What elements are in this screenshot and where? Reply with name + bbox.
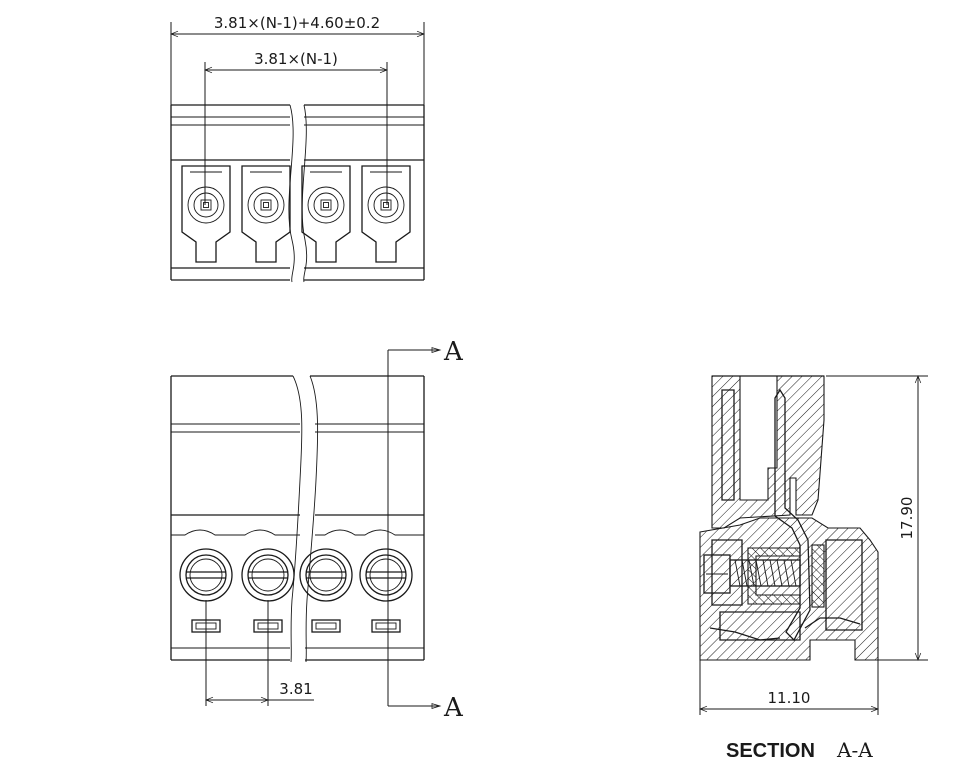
section-title-letters: A-A <box>836 738 873 762</box>
test-slot <box>371 619 401 633</box>
wire-entry-cavity <box>361 165 411 263</box>
wire-entry-cavity <box>181 165 231 263</box>
section-view: 17.90 11.10 SECTION A-A <box>699 375 928 762</box>
clamp-screw <box>299 548 353 602</box>
overall-width-dimension: 3.81×(N-1)+4.60±0.2 <box>170 14 425 140</box>
front-view-body <box>170 375 425 663</box>
clamp-screw <box>179 548 233 602</box>
wire-entry-cavity <box>301 165 351 263</box>
clamp-screw <box>241 548 295 602</box>
height-dimension: 17.90 <box>826 375 928 661</box>
clamp-screw <box>359 548 413 602</box>
width-dimension: 11.10 <box>699 660 879 715</box>
top-view: 3.81×(N-1)+4.60±0.2 3.81×(N-1) <box>170 14 425 283</box>
section-marker-top: A <box>443 337 464 367</box>
overall-width-label: 3.81×(N-1)+4.60±0.2 <box>214 14 380 32</box>
test-slot <box>311 619 341 633</box>
pitch-label: 3.81 <box>279 680 312 698</box>
pitch-span-dimension: 3.81×(N-1) <box>204 50 388 74</box>
width-label: 11.10 <box>768 689 811 707</box>
height-label: 17.90 <box>898 497 916 540</box>
pitch-dimension: 3.81 <box>205 600 314 706</box>
section-marker-bottom: A <box>443 693 464 723</box>
section-title-word: SECTION <box>726 740 815 762</box>
section-title: SECTION A-A <box>726 738 873 762</box>
front-view: 3.81 A A <box>170 337 464 723</box>
pitch-span-label: 3.81×(N-1) <box>254 50 338 68</box>
wire-entry-cavity <box>241 165 291 263</box>
top-view-body <box>170 104 425 283</box>
contact-pin <box>774 388 811 642</box>
section-cut-line: A A <box>387 337 464 723</box>
